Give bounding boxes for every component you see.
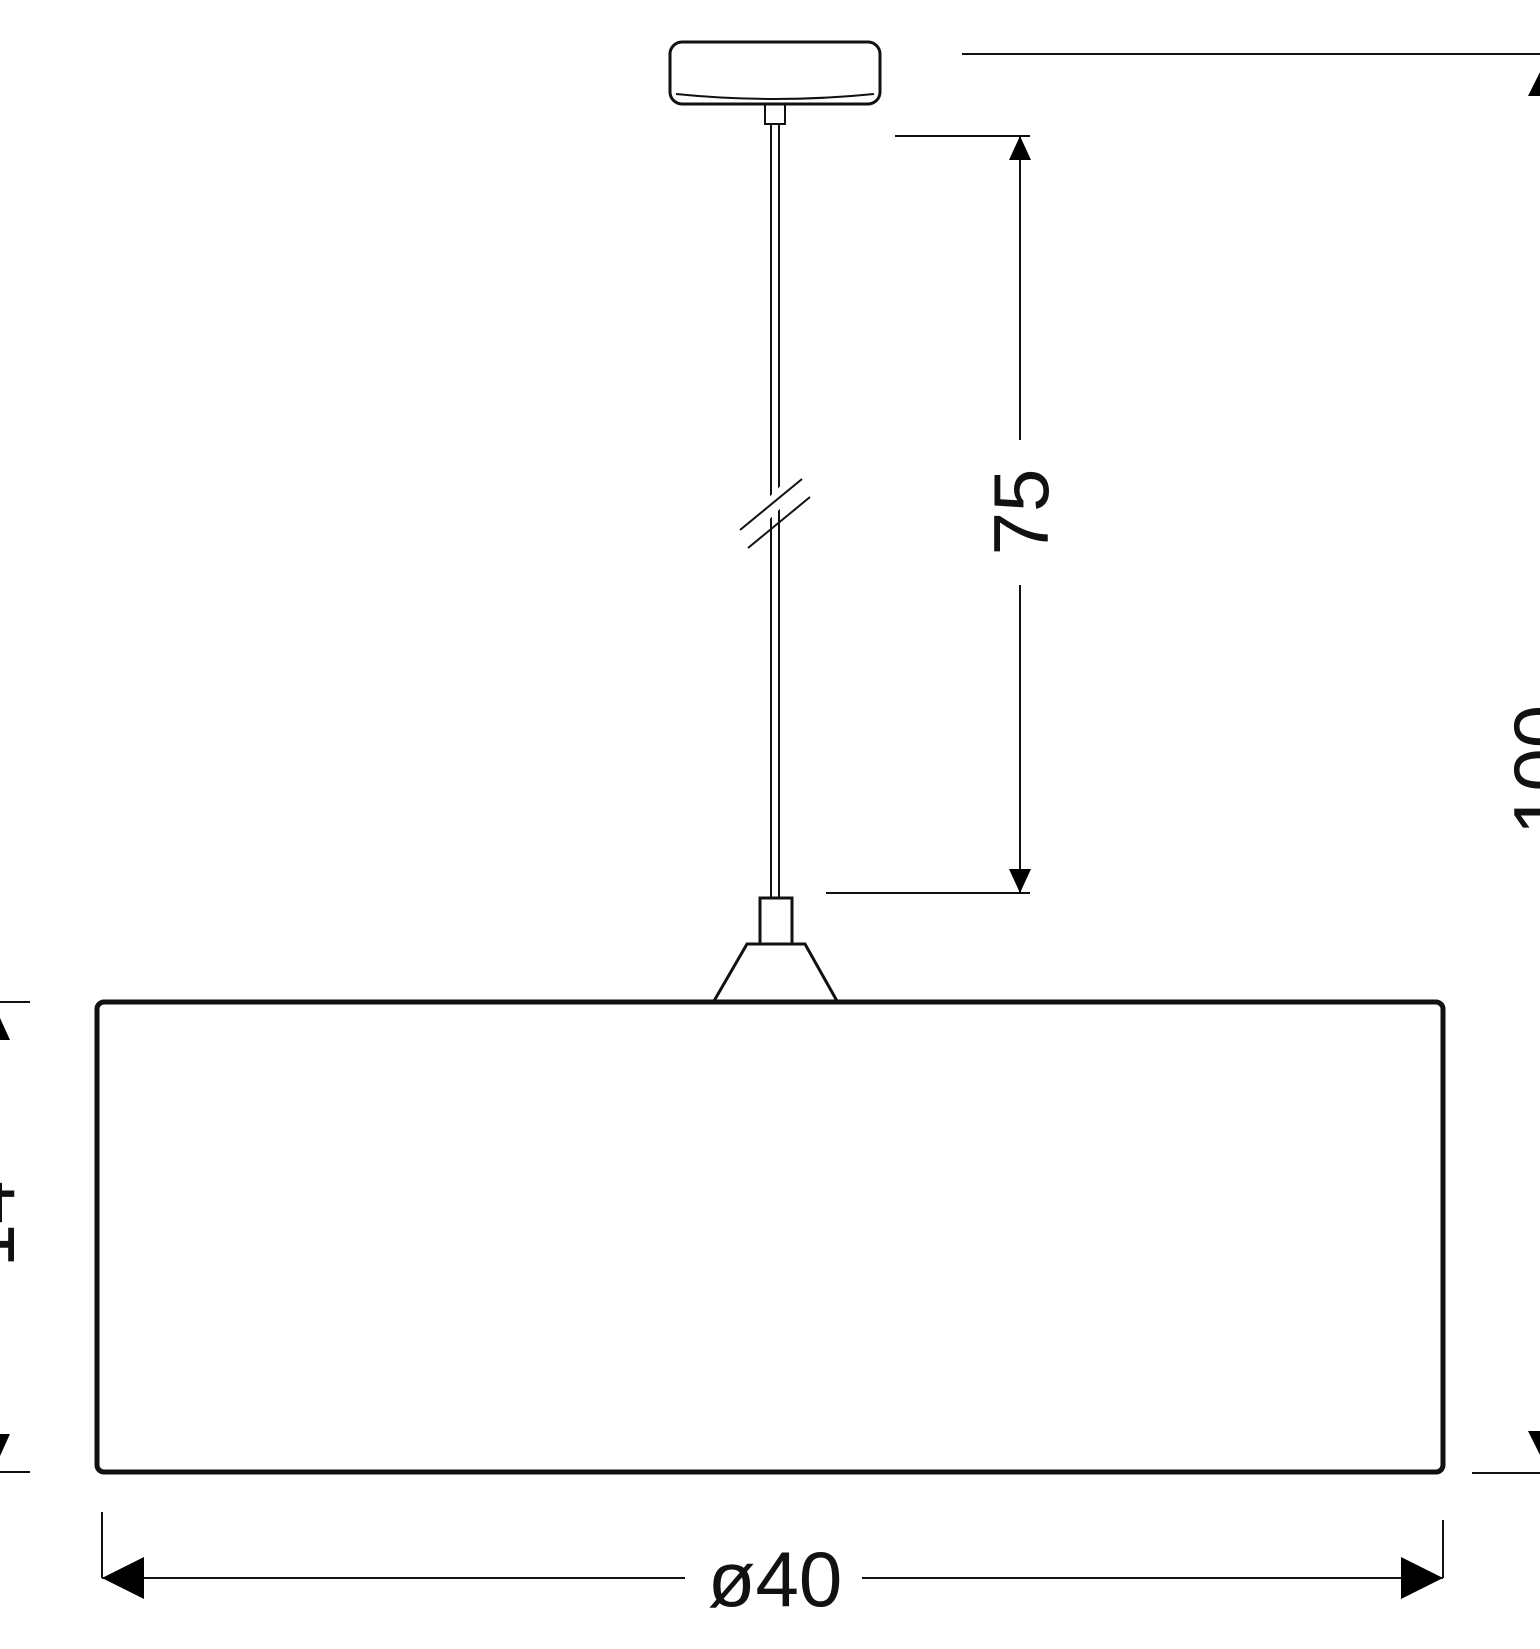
cable-length-label: 75 — [977, 469, 1065, 556]
lamp-socket — [712, 896, 839, 1002]
shade-diameter-label: ø40 — [708, 1535, 842, 1623]
total-height-label: 100 — [1497, 705, 1540, 835]
ceiling-canopy — [668, 40, 882, 106]
dimension-shade-height: 14 — [0, 1001, 31, 1473]
suspension-cable — [736, 103, 811, 898]
dimension-total-height: 100 — [962, 53, 1540, 1474]
cable-break-symbol — [736, 474, 811, 549]
shade-height-label: 14 — [0, 1181, 31, 1268]
drum-shade — [94, 999, 1446, 1475]
dimension-cable-length: 75 — [826, 135, 1065, 894]
dimension-shade-diameter: ø40 — [101, 1512, 1444, 1623]
